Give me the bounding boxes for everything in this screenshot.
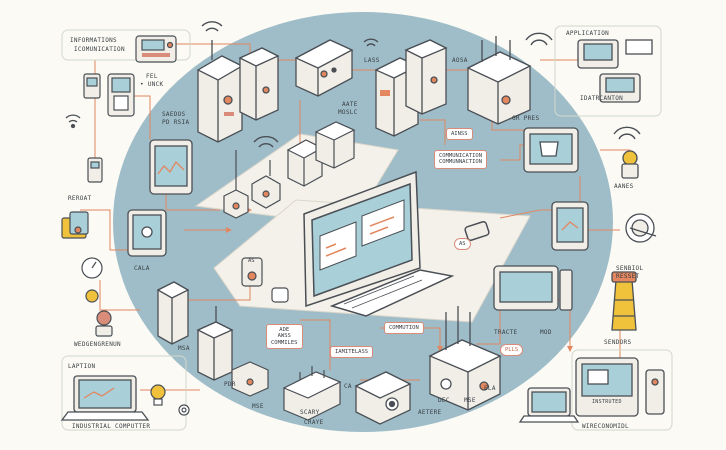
frame-top-left <box>61 29 191 61</box>
tablet-lower-left <box>127 209 167 257</box>
router-top-center <box>294 39 354 97</box>
laptop-bottom-left <box>60 375 150 421</box>
tower-right <box>611 271 637 331</box>
tag-aws-line3: COMMILES <box>271 339 298 346</box>
label-reroat: REROAT <box>68 195 92 202</box>
motor-bottom <box>354 371 412 425</box>
label-industrial-computer: INDUSTRIAL COMPUTTER <box>72 423 151 430</box>
tag-aws-commiles: ADE AWSS COMMILES <box>266 324 303 349</box>
label-idatrcanton: IDATRCANTON <box>580 95 624 102</box>
tag-communication-line1: COMMUNICATION <box>439 153 483 159</box>
label-instruted: INSTRUTED <box>592 399 622 405</box>
label-moslc: MOSLC <box>338 109 358 116</box>
label-mse: MSE <box>252 403 264 410</box>
monitor-right-top <box>523 127 579 173</box>
label-mse-2: MSE <box>464 397 476 404</box>
server-top-center-left <box>238 47 280 121</box>
label-pdrsia: PD RSIA <box>162 119 190 126</box>
handheld-device <box>83 73 135 117</box>
controller-box-2 <box>314 121 356 169</box>
label-aate: AATE <box>342 101 358 108</box>
label-fel: FEL <box>146 73 158 80</box>
industrial-unit-bottom-right <box>428 306 502 411</box>
hmi-panel-bottom-right <box>575 357 665 417</box>
industrial-machine-right <box>466 36 532 125</box>
tablet-upper-left <box>149 139 193 195</box>
label-ela: ELA <box>484 385 496 392</box>
control-panel-top-right <box>577 39 653 103</box>
label-craye: CRAYE <box>304 419 324 426</box>
laptop-bottom-right <box>518 387 580 423</box>
figure-left <box>95 310 113 337</box>
label-aanes: AANES <box>614 183 634 190</box>
label-pdr: PDR <box>224 381 236 388</box>
label-gr-pres: GR PRES <box>512 115 540 122</box>
tag-ains: AINSS <box>446 128 473 141</box>
sensor-probe-left <box>87 157 103 183</box>
label-aosa: AOSA <box>452 57 468 64</box>
sensor-node-2 <box>251 160 281 209</box>
label-informations: INFORMATIONS <box>70 37 117 44</box>
tag-wireless: IAMITELASS <box>330 346 374 359</box>
sensor-bottom-1 <box>231 361 269 397</box>
label-application: APPLICATION <box>566 30 610 37</box>
label-aetere: AETERE <box>418 409 442 416</box>
frame-top-right <box>554 25 662 117</box>
tag-communication-line2: COMMUNNACTION <box>439 159 483 166</box>
tag-as-right: AS <box>454 238 471 251</box>
monitor-right-low <box>493 265 573 311</box>
frame-bottom-left <box>61 355 187 431</box>
controller-bottom-center-left <box>196 306 234 381</box>
label-dec: DEC <box>438 397 450 404</box>
label-wedgengrenun: WEDGENGRENUN <box>74 341 121 348</box>
small-sensor-center-left <box>241 257 289 303</box>
tag-as-left: AS <box>248 258 255 264</box>
controller-bottom-left <box>156 281 190 345</box>
label-msa: MSA <box>178 345 190 352</box>
label-wireconomidl: WIRECONOMIDL <box>582 423 629 430</box>
label-lass: LASS <box>364 57 380 64</box>
label-laption: LAPTION <box>68 363 96 370</box>
label-communication: ICOMUNICATION <box>74 46 125 53</box>
central-computer <box>303 170 490 317</box>
label-unck: • UNCK <box>140 81 164 88</box>
lightbulb-icon <box>150 384 166 406</box>
label-sendors: SENDORS <box>604 339 632 346</box>
label-scary: SCARY <box>300 409 320 416</box>
panel-device-top-left <box>135 35 177 63</box>
gauge-left <box>81 257 103 303</box>
label-cala: CALA <box>134 265 150 272</box>
gear-icon <box>178 404 190 416</box>
label-ca: CA <box>344 383 352 390</box>
wifi-icons <box>201 21 641 148</box>
sensor-node-1 <box>223 150 249 219</box>
signal-icon-left <box>65 114 81 129</box>
tag-aws-line2: AWSS <box>277 333 291 340</box>
tag-communication: COMMUNICATION COMMUNNACTION <box>434 150 488 169</box>
frame-bottom-right <box>571 349 673 431</box>
label-tracte: TRACTE <box>494 329 518 336</box>
label-resset: RESSET <box>616 273 640 280</box>
tag-plls: PLLS <box>500 344 524 357</box>
controller-box-1 <box>286 139 324 187</box>
battery-robot-left <box>61 211 89 239</box>
tag-commution: COMMUTION <box>384 322 424 335</box>
label-senbiol: SENBIOL <box>616 265 644 272</box>
gauge-right <box>621 150 657 243</box>
tablet-right-mid <box>551 201 589 251</box>
label-saedos: SAEDOS <box>162 111 186 118</box>
server-top-right-2 <box>404 39 448 115</box>
label-mod: MOD <box>540 329 552 336</box>
junction-bottom <box>282 366 342 421</box>
tag-aws-line1: ADE <box>279 327 290 333</box>
